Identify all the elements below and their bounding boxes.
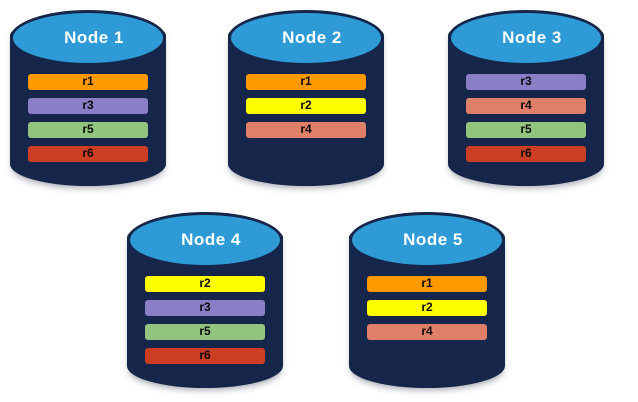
replica-bar-r5[interactable]: r5 [28,122,148,138]
replica-label: r3 [82,98,94,112]
replica-bar-r6[interactable]: r6 [28,146,148,162]
node-title-4: Node 4 [181,229,241,249]
replica-label: r6 [199,348,211,362]
replica-bar-r4[interactable]: r4 [466,98,586,114]
replica-bar-r4[interactable]: r4 [246,122,366,138]
replica-bar-r3[interactable]: r3 [28,98,148,114]
replica-bar-r6[interactable]: r6 [145,348,265,364]
node-top-disc-3[interactable]: Node 3 [448,10,604,66]
node-top-disc-5[interactable]: Node 5 [349,212,505,268]
replica-bar-r4[interactable]: r4 [367,324,487,340]
replica-bar-r1[interactable]: r1 [246,74,366,90]
replica-label: r2 [199,276,211,290]
replica-label: r6 [82,146,94,160]
replica-bar-r3[interactable]: r3 [145,300,265,316]
replica-bar-r1[interactable]: r1 [367,276,487,292]
replica-label: r2 [300,98,312,112]
node-title-1: Node 1 [64,27,124,47]
node-top-disc-4[interactable]: Node 4 [127,212,283,268]
replica-label: r4 [300,122,312,136]
node-cylinder-3[interactable]: r3 r4 r5 r6 Node 3 [448,10,604,186]
node-cylinder-1[interactable]: r1 r3 r5 r6 Node 1 [10,10,166,186]
node-top-disc-2[interactable]: Node 2 [228,10,384,66]
node-cylinder-5[interactable]: r1 r2 r4 Node 5 [349,212,505,388]
replica-bar-r2[interactable]: r2 [367,300,487,316]
replica-bar-r2[interactable]: r2 [145,276,265,292]
replica-list-2: r1 r2 r4 [228,66,384,138]
replica-bar-r6[interactable]: r6 [466,146,586,162]
replica-label: r2 [421,300,433,314]
replica-label: r4 [421,324,433,338]
replica-bar-r3[interactable]: r3 [466,74,586,90]
replica-bar-r5[interactable]: r5 [466,122,586,138]
replica-label: r3 [199,300,211,314]
node-cylinder-2[interactable]: r1 r2 r4 Node 2 [228,10,384,186]
replica-list-4: r2 r3 r5 r6 [127,268,283,364]
replica-bar-r5[interactable]: r5 [145,324,265,340]
node-top-disc-1[interactable]: Node 1 [10,10,166,66]
replica-label: r3 [520,74,532,88]
replica-label: r1 [82,74,94,88]
replica-label: r5 [82,122,94,136]
replica-label: r1 [300,74,312,88]
replica-list-5: r1 r2 r4 [349,268,505,340]
node-cylinder-4[interactable]: r2 r3 r5 r6 Node 4 [127,212,283,388]
replica-list-3: r3 r4 r5 r6 [448,66,604,162]
node-title-2: Node 2 [282,27,342,47]
replica-list-1: r1 r3 r5 r6 [10,66,166,162]
replica-label: r5 [520,122,532,136]
replica-label: r5 [199,324,211,338]
replica-bar-r1[interactable]: r1 [28,74,148,90]
replica-label: r4 [520,98,532,112]
replica-bar-r2[interactable]: r2 [246,98,366,114]
replica-label: r1 [421,276,433,290]
node-title-5: Node 5 [403,229,463,249]
replica-label: r6 [520,146,532,160]
node-title-3: Node 3 [502,27,562,47]
